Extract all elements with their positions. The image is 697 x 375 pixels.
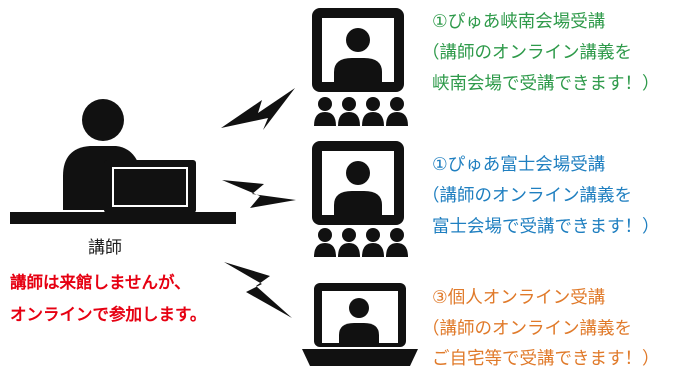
lightning-bolt-icon — [224, 262, 292, 318]
lecturer-icon — [10, 99, 236, 224]
lightning-bolt-icon — [222, 180, 296, 208]
lecturer-note-line2: オンラインで参加します。 — [10, 305, 207, 324]
venue-1-desc-line1: （講師のオンライン講義を — [422, 43, 632, 63]
lecturer-note-line1: 講師は来館しませんが、 — [10, 273, 191, 292]
venue-1-title: ①ぴゅあ峡南会場受講 — [432, 12, 606, 32]
venue-2-desc-line1: （講師のオンライン講義を — [422, 186, 632, 206]
screen-audience-icon — [312, 8, 408, 126]
screen-audience-icon — [312, 141, 408, 257]
venue-2-title: ①ぴゅあ富士会場受講 — [432, 155, 606, 175]
venue-3-desc-line2: ご自宅等で受講できます！） — [432, 349, 660, 369]
venue-1-desc-line2: 峡南会場で受講できます！） — [432, 74, 660, 94]
venue-3-title: ③個人オンライン受講 — [432, 288, 606, 308]
laptop-icon — [302, 283, 418, 366]
venue-2-desc-line2: 富士会場で受講できます！） — [432, 217, 660, 237]
lecturer-label: 講師 — [88, 238, 122, 258]
venue-3-desc-line1: （講師のオンライン講義を — [422, 319, 632, 339]
lightning-bolt-icon — [221, 88, 295, 130]
